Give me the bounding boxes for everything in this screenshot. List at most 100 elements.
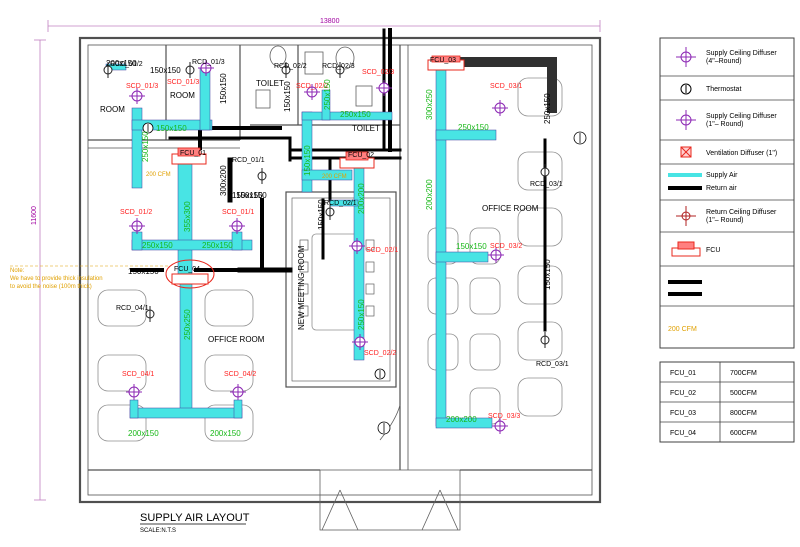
diffuser-scd-04-1[interactable] xyxy=(126,384,142,400)
duct-size: 250x150 xyxy=(357,299,366,330)
table-unit: FCU_02 xyxy=(670,390,696,397)
return-diffuser-rcd-01-2[interactable] xyxy=(103,62,113,78)
fan-coil-units: FCU_01 FCU_02 FCU_03 FCU_04 xyxy=(165,55,465,289)
duct-size: 250x150 xyxy=(458,123,489,132)
rcd-label: RCD_02/1 xyxy=(324,200,357,207)
building-walls xyxy=(78,36,602,504)
legend-thermostat-icon xyxy=(680,83,692,95)
diffuser-scd-04-2[interactable] xyxy=(230,384,246,400)
meeting-chairs xyxy=(299,239,375,317)
rcd-label: RCD_02/2 xyxy=(274,63,307,70)
return-diffuser-rcd-03-1-upper[interactable] xyxy=(540,164,550,180)
legend-small-diffuser-icon xyxy=(676,110,696,130)
diffuser-scd-01-1[interactable] xyxy=(229,218,245,234)
diffuser-scd-02-2[interactable] xyxy=(304,84,320,100)
duct-size: 300x250 xyxy=(425,89,434,120)
return-diffuser-rcd-02-1[interactable] xyxy=(325,204,335,220)
diffuser-scd-02-1[interactable] xyxy=(349,238,365,254)
duct-size: 300x200 xyxy=(219,165,228,196)
overall-height-label: 11600 xyxy=(31,206,38,225)
fcu-04[interactable]: FCU_04 xyxy=(165,259,215,289)
table-cfm: 500CFM xyxy=(730,390,757,397)
legend-ventilation-icon xyxy=(680,146,692,158)
duct-size: 200x200 xyxy=(357,183,366,214)
duct-size: 150x150 xyxy=(543,259,552,290)
duct-size: 200x200 xyxy=(446,415,477,424)
rcd-label: RCD_01/2 xyxy=(110,61,143,68)
legend-fcu-icon xyxy=(671,241,701,257)
cfm-tags: 200 CFM 200 CFM xyxy=(146,172,347,180)
duct-size: 355x300 xyxy=(183,201,192,232)
scd-label: SCD_03/1 xyxy=(490,83,522,90)
duct-size: 250x150 xyxy=(202,241,233,250)
duct-size: 250x150 xyxy=(340,110,371,119)
duct-size: 150x150 xyxy=(150,66,181,75)
fcu-02-label: FCU_02 xyxy=(348,152,374,159)
supply-air-ducts xyxy=(105,63,497,429)
title-text: SUPPLY AIR LAYOUT xyxy=(140,512,250,524)
top-dimension: 13800 xyxy=(47,18,601,32)
duct-size: 250x150 xyxy=(142,241,173,250)
fcu-02[interactable]: FCU_02 xyxy=(339,151,375,169)
entrance-doors xyxy=(319,404,461,531)
thermostat-icon[interactable] xyxy=(374,368,386,380)
room-label: ROOM xyxy=(100,105,125,114)
return-diffuser-rcd-04-1[interactable] xyxy=(145,306,155,322)
legend-supply-diffuser-icon xyxy=(676,47,696,67)
fcu-01[interactable]: FCU_01 xyxy=(171,147,207,165)
rcd-label: RCD_03/1 xyxy=(536,361,569,368)
diffuser-scd-02-2-lower[interactable] xyxy=(352,334,368,350)
legend: Supply Ceiling Diffuser (4"–Round) Therm… xyxy=(659,37,795,349)
duct-size: 250x150 xyxy=(323,79,332,110)
scd-label: SCD_01/3 xyxy=(126,83,158,90)
return-diffuser-rcd-01-1[interactable] xyxy=(257,168,267,184)
legend-text: (1"– Round) xyxy=(706,121,744,128)
rcd-label: RCD_02/3 xyxy=(322,63,355,70)
scd-label: SCD_04/1 xyxy=(122,371,154,378)
note-line: to avoid the noise (100m thick) xyxy=(10,284,92,290)
rcd-label: RCD_01/1 xyxy=(232,157,265,164)
legend-text: Return air xyxy=(706,185,737,192)
legend-text: Ventilation Diffuser (1") xyxy=(706,150,777,157)
return-diffuser-rcd-01-3[interactable] xyxy=(185,62,195,78)
duct-size: 150x150 xyxy=(219,73,228,104)
rcd-label: RCD_03/1 xyxy=(530,181,563,188)
duct-size: 150x150 xyxy=(128,267,159,276)
return-diffuser-rcd-02-3[interactable] xyxy=(335,62,345,78)
thermostat-icon[interactable] xyxy=(573,131,587,145)
thermostat-icon[interactable] xyxy=(377,421,391,435)
rcd-label: RCD_01/3 xyxy=(192,59,225,66)
return-diffuser-rcd-02-2[interactable] xyxy=(281,62,291,78)
diffuser-scd-03-3[interactable] xyxy=(492,418,508,434)
duct-size: 250x150 xyxy=(141,131,150,162)
thermostat-icon[interactable] xyxy=(142,122,154,134)
legend-return-line xyxy=(668,186,702,190)
table-unit: FCU_03 xyxy=(670,410,696,417)
diffuser-scd-01-2[interactable] xyxy=(129,218,145,234)
scd-label: SCD_02/1 xyxy=(366,247,398,254)
duct-size: 150x150 xyxy=(156,124,187,133)
note-line: Note: xyxy=(10,268,25,274)
table-unit: FCU_04 xyxy=(670,430,696,437)
room-label: ROOM xyxy=(170,91,195,100)
fcu-03[interactable]: FCU_03 xyxy=(427,55,465,71)
duct-size: 150x150 xyxy=(317,199,326,230)
diffuser-scd-01-3-upper[interactable] xyxy=(198,60,214,76)
diffusers xyxy=(126,60,508,434)
diffuser-scd-02-3[interactable] xyxy=(376,80,392,96)
diffuser-scd-03-1[interactable] xyxy=(492,100,508,116)
diffuser-scd-03-2[interactable] xyxy=(488,247,504,263)
return-diffusers xyxy=(103,62,550,348)
room-label: OFFICE ROOM xyxy=(208,335,265,344)
duct-size: 200x150 xyxy=(210,429,241,438)
legend-cfm-text: 200 CFM xyxy=(668,326,697,333)
legend-text: (4"–Round) xyxy=(706,58,742,65)
table-unit: FCU_01 xyxy=(670,370,696,377)
note-line: We have to provide thick insulation xyxy=(10,276,103,282)
fcu-03-label: FCU_03 xyxy=(430,57,456,64)
room-label: TOILET xyxy=(256,79,284,88)
diffuser-scd-01-3[interactable] xyxy=(129,88,145,104)
legend-text: (1"– Round) xyxy=(706,217,744,224)
scd-label: SCD_03/3 xyxy=(488,413,520,420)
return-diffuser-rcd-03-1-lower[interactable] xyxy=(540,332,550,348)
